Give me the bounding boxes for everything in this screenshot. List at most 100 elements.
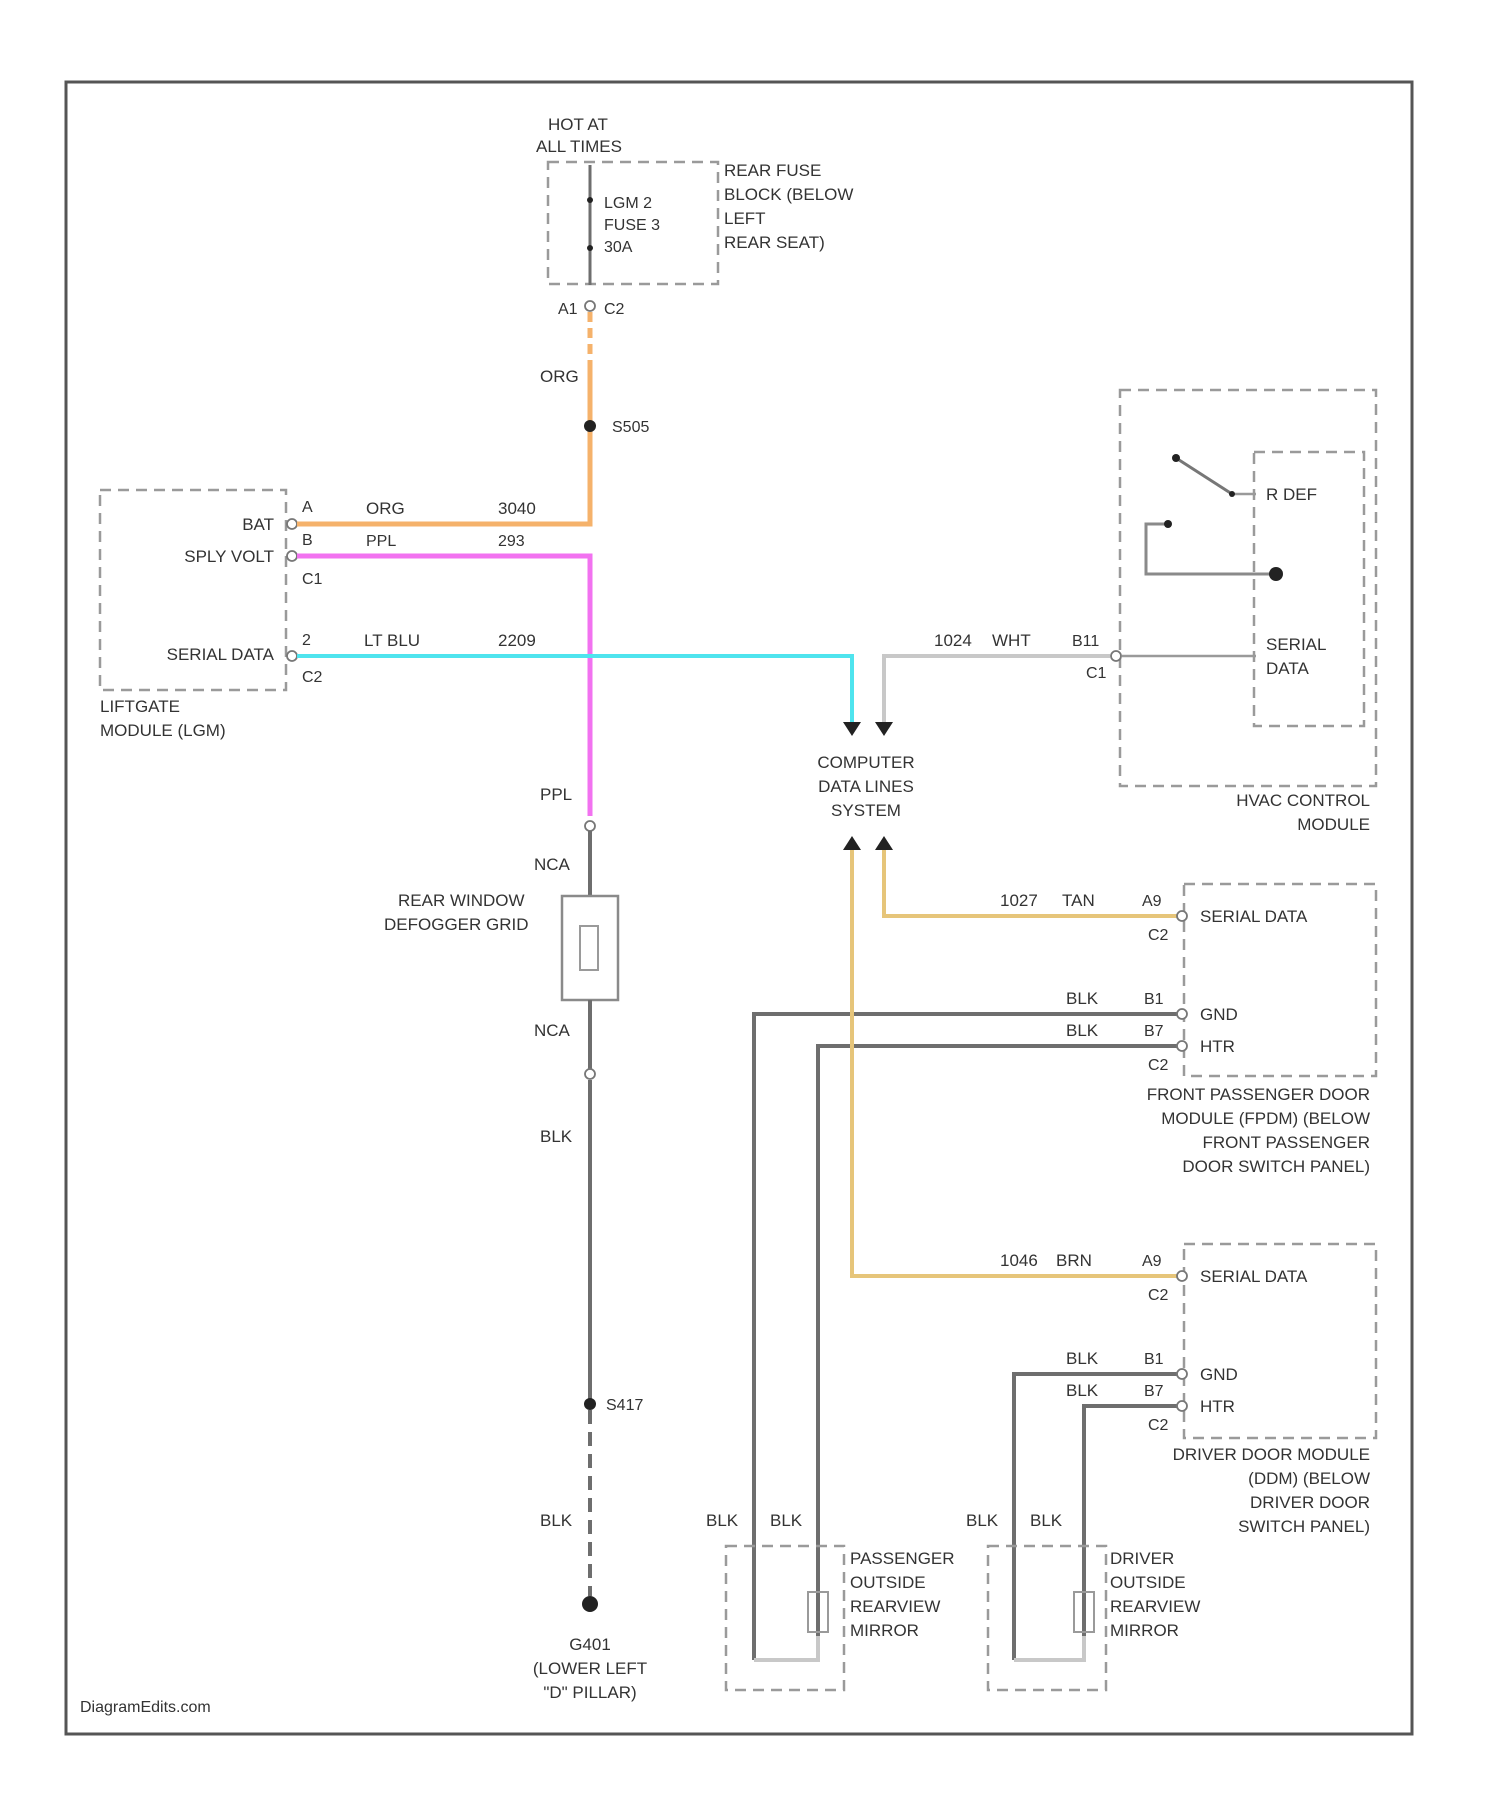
driver-mirror-label-1: DRIVER bbox=[1110, 1549, 1174, 1568]
liftgate-pin-a: A bbox=[302, 499, 313, 516]
liftgate-pin-b: B bbox=[302, 532, 313, 549]
hvac-rdef-contact bbox=[1164, 520, 1172, 528]
fuse-line-1: LGM 2 bbox=[604, 195, 652, 212]
driver-door-label-2: (DDM) (BELOW bbox=[1248, 1469, 1370, 1488]
driver-mirror-box bbox=[988, 1546, 1106, 1690]
fp-blk-2: BLK bbox=[1066, 1021, 1099, 1040]
fuse-connector-c2: C2 bbox=[604, 301, 625, 318]
fuse-block-label-4: REAR SEAT) bbox=[724, 233, 825, 252]
wht-color: WHT bbox=[992, 631, 1031, 650]
liftgate-bat: BAT bbox=[242, 515, 274, 534]
liftgate-serial: SERIAL DATA bbox=[167, 645, 275, 664]
hvac-rdef-node bbox=[1269, 567, 1283, 581]
fuse-line-2: FUSE 3 bbox=[604, 217, 660, 234]
splice-bottom bbox=[584, 1398, 596, 1410]
pass-mirror-loop bbox=[754, 1636, 818, 1660]
defogger-grid-element bbox=[580, 926, 598, 970]
ground-label-3: "D" PILLAR) bbox=[543, 1683, 636, 1702]
ppl-label-down: PPL bbox=[540, 785, 572, 804]
mirror-p-blk-2: BLK bbox=[770, 1511, 803, 1530]
driver-door-pin-serial bbox=[1177, 1271, 1187, 1281]
driver-door-pin-htr bbox=[1177, 1401, 1187, 1411]
liftgate-pin-serial bbox=[287, 651, 297, 661]
hvac-rdef: R DEF bbox=[1266, 485, 1317, 504]
computer-label-1: COMPUTER bbox=[817, 753, 914, 772]
brn-pin: A9 bbox=[1142, 1253, 1162, 1270]
nca-label-top: NCA bbox=[534, 855, 571, 874]
liftgate-c2: C2 bbox=[302, 669, 323, 686]
lt-blu-wire bbox=[297, 656, 852, 722]
fp-blk-1: BLK bbox=[1066, 989, 1099, 1008]
ppl-circuit-b: 293 bbox=[498, 533, 525, 550]
tan-pin: A9 bbox=[1142, 893, 1162, 910]
driver-mirror-label-4: MIRROR bbox=[1110, 1621, 1179, 1640]
pass-mirror-label-1: PASSENGER bbox=[850, 1549, 955, 1568]
driver-door-c2b: C2 bbox=[1148, 1417, 1169, 1434]
wht-pin: B11 bbox=[1072, 633, 1099, 650]
fuse-line-3: 30A bbox=[604, 239, 633, 256]
front-pass-pin-htr bbox=[1177, 1041, 1187, 1051]
driver-door-label-3: DRIVER DOOR bbox=[1250, 1493, 1370, 1512]
tan-color: TAN bbox=[1062, 891, 1095, 910]
ground-label-1: G401 bbox=[569, 1635, 611, 1654]
blk-label-ground: BLK bbox=[540, 1511, 573, 1530]
ppl-label-b: PPL bbox=[366, 533, 396, 550]
tan-circuit: 1027 bbox=[1000, 891, 1038, 910]
splice-bottom-label: S417 bbox=[606, 1397, 643, 1414]
ground-label-2: (LOWER LEFT bbox=[533, 1659, 647, 1678]
liftgate-label-2: MODULE (LGM) bbox=[100, 721, 226, 740]
dr-pin-2: B7 bbox=[1144, 1383, 1164, 1400]
dr-pin-1: B1 bbox=[1144, 1351, 1164, 1368]
driver-mirror-label-3: REARVIEW bbox=[1110, 1597, 1200, 1616]
front-pass-label-1: FRONT PASSENGER DOOR bbox=[1147, 1085, 1370, 1104]
driver-door-label-1: DRIVER DOOR MODULE bbox=[1173, 1445, 1370, 1464]
dr-blk-2: BLK bbox=[1066, 1381, 1099, 1400]
fp-blk-wire-2 bbox=[818, 1046, 1178, 1636]
hvac-pin-serial bbox=[1111, 651, 1121, 661]
computer-label-3: SYSTEM bbox=[831, 801, 901, 820]
nca-label-bottom: NCA bbox=[534, 1021, 571, 1040]
hot-label-1: HOT AT bbox=[548, 115, 608, 134]
arrow-tan-left bbox=[843, 836, 861, 850]
org-label-a: ORG bbox=[366, 499, 405, 518]
liftgate-pin-2: 2 bbox=[302, 632, 311, 649]
org-circuit-a: 3040 bbox=[498, 499, 536, 518]
hvac-switch-arm bbox=[1176, 458, 1232, 494]
liftgate-label-1: LIFTGATE bbox=[100, 697, 180, 716]
driver-door-htr: HTR bbox=[1200, 1397, 1235, 1416]
defogger-pin-bottom bbox=[585, 1069, 595, 1079]
hot-label-2: ALL TIMES bbox=[536, 137, 622, 156]
fuse-block-label-1: REAR FUSE bbox=[724, 161, 821, 180]
hvac-label-2: MODULE bbox=[1297, 815, 1370, 834]
mirror-d-blk-2: BLK bbox=[1030, 1511, 1063, 1530]
front-pass-label-3: FRONT PASSENGER bbox=[1202, 1133, 1370, 1152]
pass-mirror-label-3: REARVIEW bbox=[850, 1597, 940, 1616]
pass-mirror-label-4: MIRROR bbox=[850, 1621, 919, 1640]
hvac-connector: C1 bbox=[1086, 665, 1107, 682]
splice-top-label: S505 bbox=[612, 419, 649, 436]
hvac-switch-pivot bbox=[1172, 454, 1180, 462]
front-pass-pin-gnd bbox=[1177, 1009, 1187, 1019]
liftgate-pin-volt bbox=[287, 551, 297, 561]
fp-pin-2: B7 bbox=[1144, 1023, 1164, 1040]
defogger-label-2: DEFOGGER GRID bbox=[384, 915, 529, 934]
hvac-label-1: HVAC CONTROL bbox=[1236, 791, 1370, 810]
front-pass-htr: HTR bbox=[1200, 1037, 1235, 1056]
ppl-wire bbox=[297, 556, 590, 816]
driver-mirror-label-2: OUTSIDE bbox=[1110, 1573, 1186, 1592]
defogger-label-1: REAR WINDOW bbox=[398, 891, 525, 910]
brn-color: BRN bbox=[1056, 1251, 1092, 1270]
driver-door-pin-gnd bbox=[1177, 1369, 1187, 1379]
liftgate-pin-bat bbox=[287, 519, 297, 529]
front-pass-pin-serial bbox=[1177, 911, 1187, 921]
dr-blk-1: BLK bbox=[1066, 1349, 1099, 1368]
fuse-block-label-2: BLOCK (BELOW bbox=[724, 185, 853, 204]
hvac-rdef-loop bbox=[1146, 524, 1276, 574]
pass-mirror-box bbox=[726, 1546, 844, 1690]
front-pass-serial: SERIAL DATA bbox=[1200, 907, 1308, 926]
brn-wire bbox=[852, 850, 1178, 1276]
fuse-pin-a1: A1 bbox=[558, 301, 578, 318]
mirror-p-blk-1: BLK bbox=[706, 1511, 739, 1530]
mirror-d-blk-1: BLK bbox=[966, 1511, 999, 1530]
wht-wire bbox=[884, 656, 1110, 722]
